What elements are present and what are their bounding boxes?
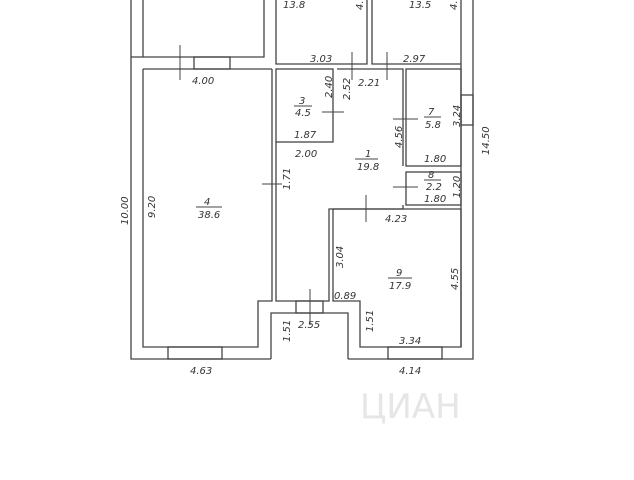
room-area: 4.5 bbox=[295, 108, 311, 119]
dimension: 0.89 bbox=[334, 291, 356, 302]
dimension: 3.34 bbox=[399, 336, 421, 347]
room-9-wall bbox=[332, 208, 462, 348]
room-number: 4 bbox=[204, 197, 210, 208]
dimension: 4.00 bbox=[192, 76, 214, 87]
dimension: 2.21 bbox=[358, 78, 380, 89]
room-number: 3 bbox=[299, 96, 305, 107]
dimension: 1.80 bbox=[424, 194, 446, 205]
room-area: 13.5 bbox=[409, 0, 431, 11]
dimension: 3.24 bbox=[452, 105, 463, 127]
room-4-wall bbox=[142, 69, 273, 348]
room-number: 1 bbox=[365, 149, 371, 160]
dimension: 1.20 bbox=[452, 176, 463, 198]
room-area: 5.8 bbox=[425, 120, 441, 131]
room-number: 7 bbox=[428, 107, 435, 118]
window bbox=[193, 56, 231, 70]
dimension: 1.51 bbox=[365, 310, 376, 332]
window bbox=[387, 346, 443, 360]
window bbox=[460, 94, 474, 126]
room-3-wall bbox=[275, 68, 334, 143]
dimension: 4. bbox=[449, 0, 460, 10]
dimension: 4.56 bbox=[394, 126, 405, 148]
dimension: 10.00 bbox=[120, 196, 131, 225]
dimension: 2.52 bbox=[342, 78, 353, 100]
dimension: 4.63 bbox=[190, 366, 212, 377]
dimension: 1.87 bbox=[294, 130, 317, 141]
dimension: 3.04 bbox=[335, 246, 346, 268]
dimension: 2.55 bbox=[298, 320, 320, 331]
room-area: 17.9 bbox=[389, 281, 411, 292]
room-13-5-wall bbox=[371, 0, 461, 65]
dimension: 1.80 bbox=[424, 154, 446, 165]
dimension: 9.20 bbox=[147, 196, 158, 218]
dimension: 4.23 bbox=[385, 214, 407, 225]
top-left-room-wall bbox=[131, 0, 272, 70]
dimension: 4.55 bbox=[450, 268, 461, 290]
hall-wall bbox=[275, 68, 404, 302]
watermark: ЦИАН bbox=[360, 387, 461, 427]
room-number: 8 bbox=[428, 170, 434, 181]
dimension: 2.97 bbox=[403, 54, 426, 65]
dimension: 1.71 bbox=[282, 168, 293, 190]
room-number: 9 bbox=[396, 268, 402, 279]
room-area: 2.2 bbox=[426, 182, 442, 193]
window bbox=[167, 346, 223, 360]
dimension: 3.03 bbox=[310, 54, 332, 65]
dimension: 2.00 bbox=[295, 149, 317, 160]
dimension: 4. bbox=[355, 0, 366, 10]
dimension: 2.40 bbox=[324, 76, 335, 98]
dimension: 1.51 bbox=[282, 320, 293, 342]
dimension: 4.14 bbox=[399, 366, 421, 377]
door bbox=[295, 300, 324, 314]
room-area: 19.8 bbox=[357, 162, 379, 173]
room-area: 38.6 bbox=[198, 210, 220, 221]
room-area: 13.8 bbox=[283, 0, 305, 11]
room-8-wall bbox=[405, 171, 462, 206]
dimension: 14.50 bbox=[481, 126, 492, 155]
room-13-8-wall bbox=[275, 0, 368, 65]
